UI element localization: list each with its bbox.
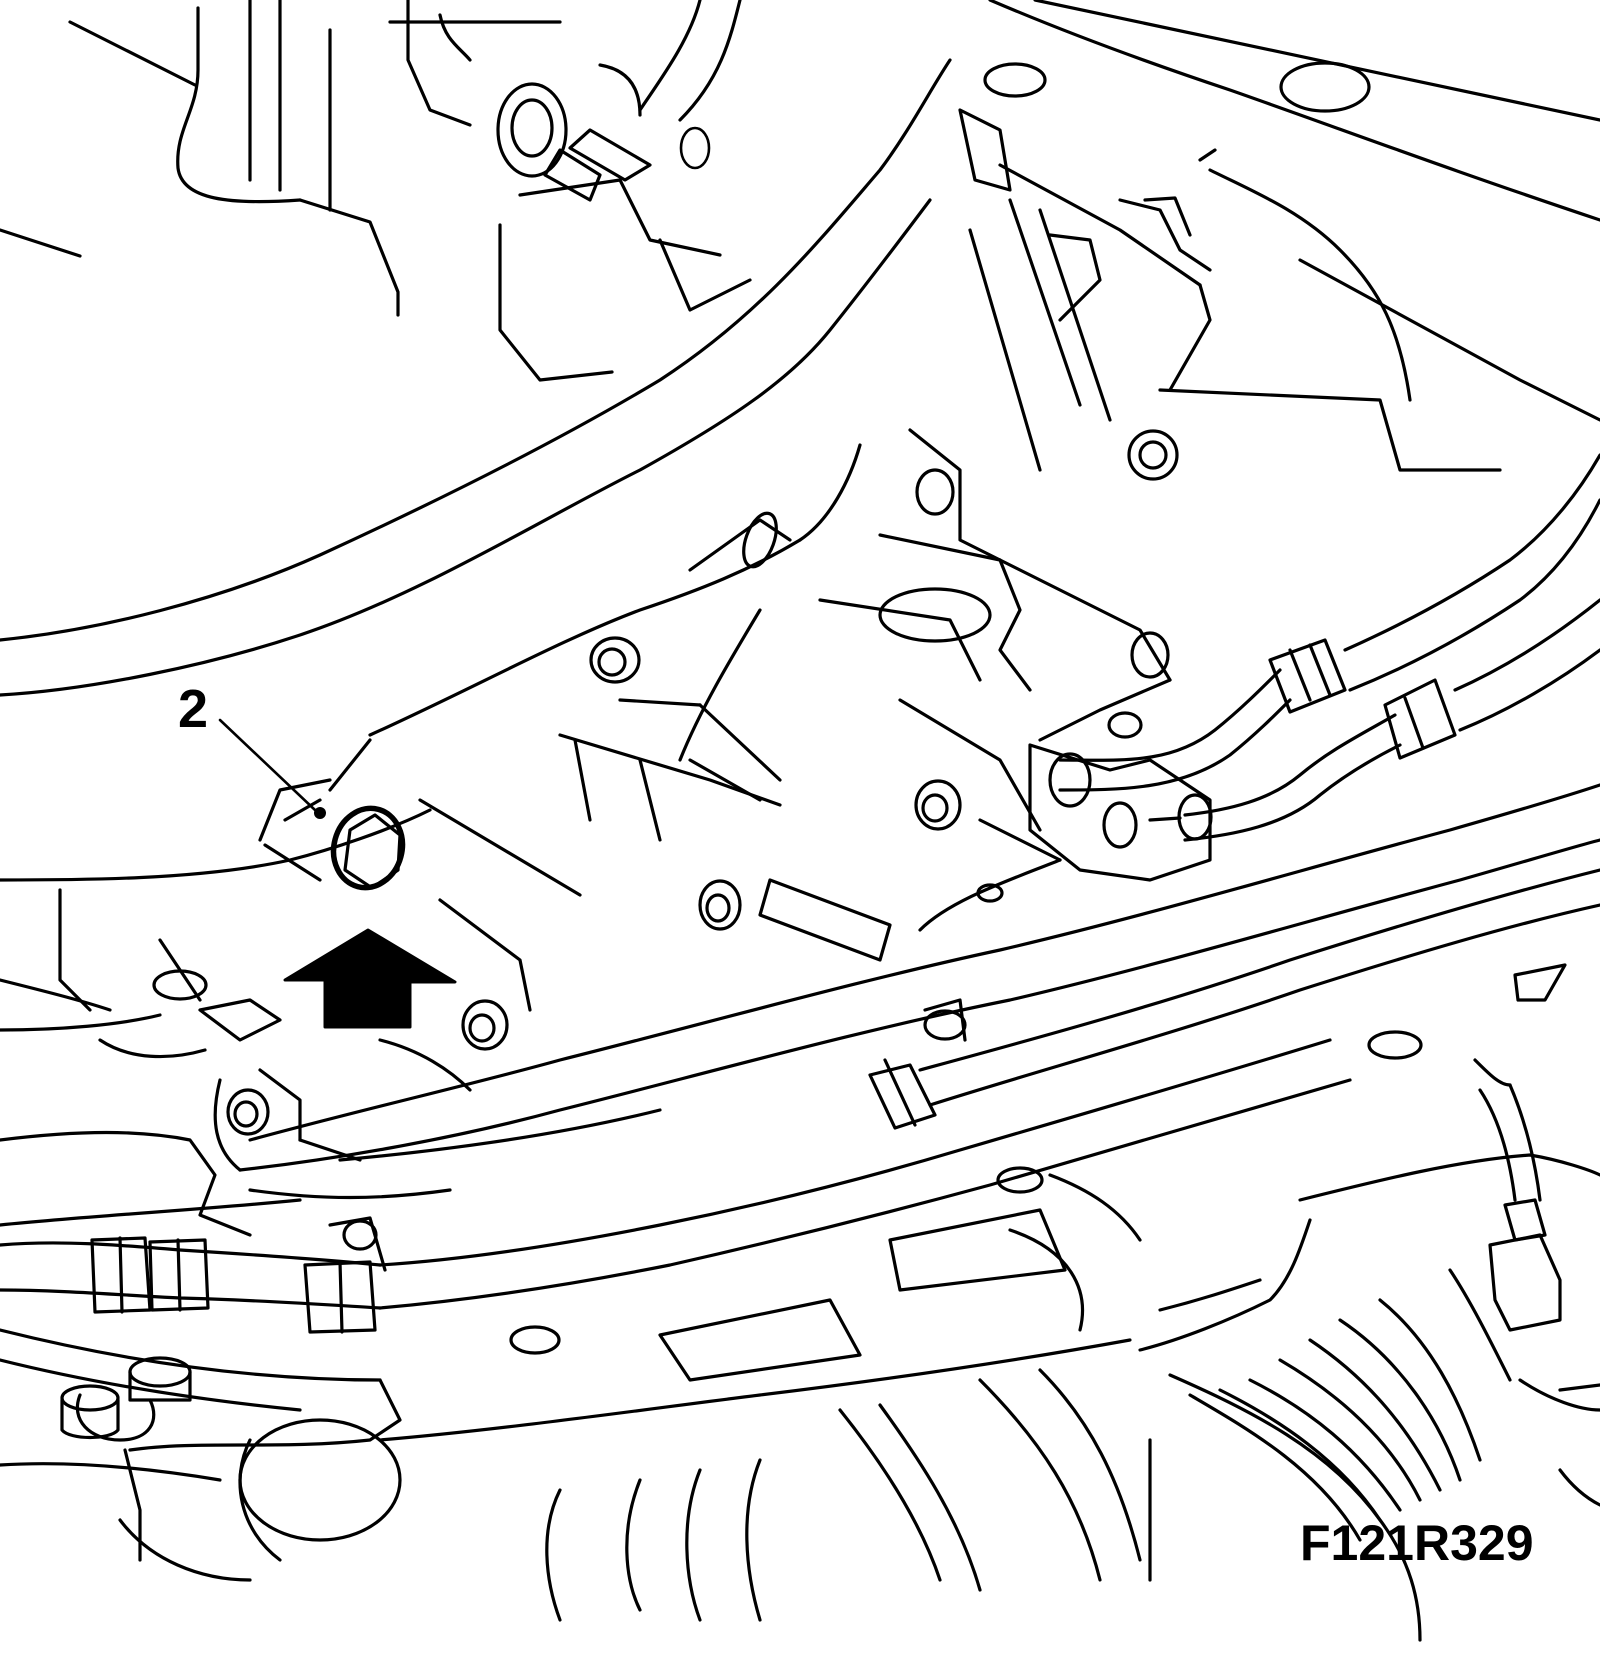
lower-left-hose xyxy=(0,1038,1352,1334)
hose-clamp xyxy=(1383,678,1457,760)
lower-right-driveshaft xyxy=(1138,1058,1600,1642)
right-upper-bracket xyxy=(958,61,1600,481)
pan-bolts xyxy=(226,468,1170,1136)
center-hose xyxy=(868,868,1600,1130)
hose-clamp xyxy=(90,1236,152,1314)
hose-clamp xyxy=(148,1238,210,1312)
frame-tab xyxy=(658,1298,862,1382)
callout-dot xyxy=(314,807,326,819)
bottom-curves xyxy=(545,1368,1142,1622)
bolt xyxy=(589,636,641,684)
callout-leader-line xyxy=(218,718,317,812)
hose-clamp xyxy=(868,1063,937,1130)
callout-2: 2 xyxy=(178,679,326,819)
oil-pan xyxy=(213,428,1172,1172)
crossmember-upper xyxy=(0,0,1600,882)
arrow-up-icon xyxy=(283,928,457,1029)
cooler-lines xyxy=(1028,453,1600,882)
bolt xyxy=(461,999,509,1051)
bolt xyxy=(226,1088,270,1136)
bolt-head xyxy=(60,1384,120,1412)
lower-subframe xyxy=(0,1166,1142,1582)
line-fitting-bracket xyxy=(1028,743,1212,882)
hose-clamp xyxy=(303,1260,377,1334)
frame-tab xyxy=(888,1208,1067,1292)
bolt xyxy=(914,779,962,831)
callout-label: 2 xyxy=(178,679,208,739)
direction-arrow xyxy=(283,928,457,1029)
hose-clamp xyxy=(1268,638,1347,714)
lower-frame xyxy=(0,783,1600,1237)
figure-code: F121R329 xyxy=(1300,1515,1534,1571)
drain-plug xyxy=(283,798,406,891)
bolt xyxy=(698,879,742,931)
top-hose-connector xyxy=(496,0,742,202)
